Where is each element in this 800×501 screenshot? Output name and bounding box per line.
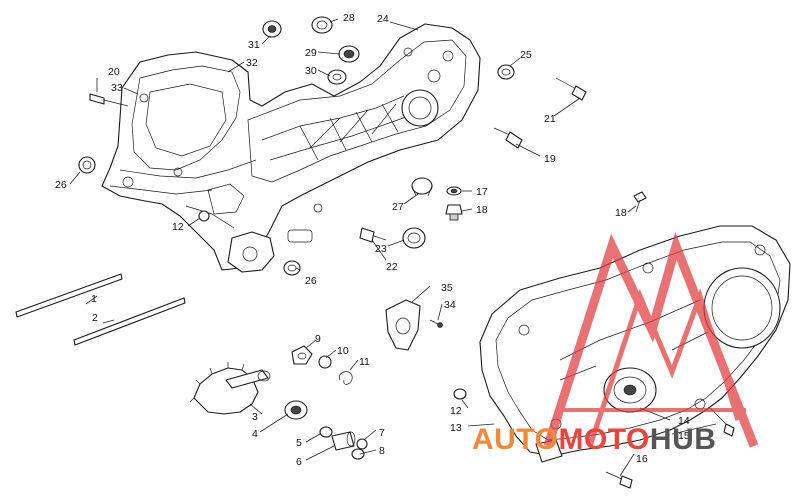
callout-12-right: 12: [450, 405, 462, 417]
bushing-27: [411, 177, 433, 197]
bearing-29: [338, 45, 360, 63]
callout-18-center: 18: [476, 204, 488, 216]
callout-12-left: 12: [172, 221, 184, 233]
callout-9: 9: [315, 333, 321, 345]
callout-1: 1: [91, 293, 97, 305]
callout-16: 16: [636, 453, 648, 465]
washer-10: [318, 355, 332, 369]
dowel-12-right: [453, 388, 467, 400]
callout-20: 20: [108, 66, 120, 78]
watermark-moto: MOTO: [558, 423, 649, 456]
bolt-21: [555, 77, 587, 101]
callout-3: 3: [252, 411, 258, 423]
dowel-26-left: [78, 156, 96, 174]
stud-1: [15, 273, 123, 318]
bolt-18-right: [633, 191, 647, 213]
callout-29: 29: [305, 47, 317, 59]
bearing-28: [311, 16, 333, 34]
callout-7: 7: [379, 427, 385, 439]
bolt-20: [89, 93, 129, 107]
watermark-auto: AUTO: [472, 423, 558, 456]
bolt-16: [605, 471, 633, 489]
callout-11: 11: [359, 356, 370, 368]
callout-2: 2: [92, 312, 98, 324]
logo-mountain-icon: [543, 231, 759, 448]
callout-19: 19: [544, 153, 556, 165]
watermark-hub: HUB: [650, 423, 717, 456]
callout-34: 34: [444, 299, 456, 311]
callout-30: 30: [305, 65, 317, 77]
callout-15: 15: [678, 430, 690, 442]
dowel-25: [497, 64, 515, 80]
watermark-text: AUTOMOTOHUB: [472, 423, 716, 456]
callout-13: 13: [450, 422, 462, 434]
callout-35: 35: [441, 282, 453, 294]
spring-11: [338, 371, 353, 385]
callout-26-right: 26: [305, 275, 317, 287]
left-crankcase: [101, 23, 481, 273]
cvt-cover-13: [479, 225, 791, 463]
callout-6: 6: [296, 456, 302, 468]
callout-22: 22: [386, 261, 398, 273]
callout-14: 14: [678, 415, 690, 427]
leader-lines: [69, 18, 717, 477]
washer-17: [446, 186, 462, 196]
bolt-22: [359, 227, 387, 243]
callout-4: 4: [252, 428, 258, 440]
watermark-logo: [543, 231, 759, 448]
callout-21: 21: [544, 113, 556, 125]
bolt-19: [493, 127, 523, 149]
callout-labels: 1 2 3 4 5 6 7 8 9 10 11 12 12 13 14 15 1…: [55, 12, 690, 468]
kick-gear-3: [189, 362, 271, 415]
callout-31: 31: [248, 39, 260, 51]
dowel-26-right: [283, 260, 301, 276]
pin-5: [319, 426, 333, 438]
callout-27: 27: [392, 201, 404, 213]
svg-text:AUTOMOTOHUB: AUTOMOTOHUB: [472, 423, 716, 456]
callout-24: 24: [377, 13, 389, 25]
stud-2: [73, 297, 186, 346]
seal-23: [402, 227, 426, 249]
callout-18-right: 18: [615, 207, 627, 219]
screw-34: [429, 319, 443, 328]
gasket-35: [385, 299, 421, 351]
callout-5: 5: [296, 437, 302, 449]
callout-25: 25: [520, 49, 532, 61]
callout-17: 17: [476, 186, 488, 198]
clip-8: [351, 448, 365, 460]
callout-32: 32: [246, 57, 258, 69]
seal-30: [327, 69, 347, 85]
callout-10: 10: [337, 345, 349, 357]
bearing-31: [262, 20, 282, 38]
callout-33: 33: [111, 82, 123, 94]
spring-holder-9: [291, 345, 313, 365]
callout-8: 8: [379, 445, 385, 457]
plug-18-center: [445, 204, 463, 221]
washer-7: [356, 438, 368, 450]
dowel-12-left: [198, 210, 210, 222]
callout-26-left: 26: [55, 179, 67, 191]
bushing-6: [331, 431, 356, 451]
washer-4: [284, 400, 308, 420]
callout-23: 23: [375, 243, 387, 255]
callout-28: 28: [343, 12, 355, 24]
